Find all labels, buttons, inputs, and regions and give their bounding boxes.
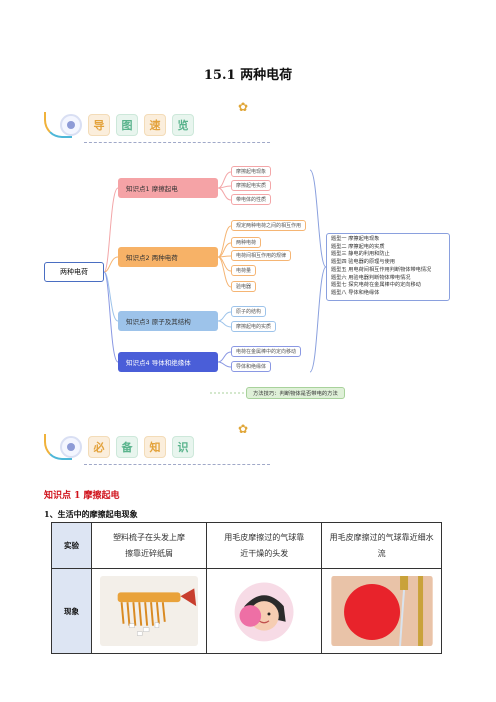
mindmap-topic-4: 知识点4 导体和绝缘体 [118,352,218,372]
section-banner-knowledge: 必 备 知 识 ✿ [44,422,270,465]
table-cell [206,568,323,654]
question-type: 题型七 探究电荷在金属棒中的定向移动 [331,282,421,289]
sprig-icon: ✿ [237,422,248,436]
cell-line: 用毛皮摩擦过的气球靠近细水 [329,532,434,542]
subheading: 1、生活中的摩擦起电现象 [44,509,138,519]
question-type: 题型六 用验电器判断物体带电情况 [331,274,411,281]
mindmap-root: 两种电荷 [44,262,104,282]
mindmap-topic-2: 知识点2 两种电荷 [118,247,218,267]
table-cell: 用毛皮摩擦过的气球靠 近干燥的头发 [206,522,323,569]
swoosh-decoration [44,434,72,460]
mindmap-leaf: 导体和绝缘体 [231,361,272,372]
table-cell: 塑料梳子在头发上摩 擦靠近碎纸屑 [90,522,208,569]
experiment-table: 实验 塑料梳子在头发上摩 擦靠近碎纸屑 用毛皮摩擦过的气球靠 近干燥的头发 用毛… [51,522,442,654]
balloon-water-image [330,576,433,646]
banner-chip: 速 [144,114,166,136]
mindmap-topic-3: 知识点3 原子及其结构 [118,311,218,331]
banner-chip: 导 [88,114,110,136]
page-title: 15.1 两种电荷 [203,68,293,83]
table-row: 实验 塑料梳子在头发上摩 擦靠近碎纸屑 用毛皮摩擦过的气球靠 近干燥的头发 用毛… [51,522,442,569]
row-header-experiment: 实验 [51,522,92,569]
banner-chip: 备 [116,436,138,458]
mindmap-topic-1: 知识点1 摩擦起电 [118,178,218,198]
table-cell [90,568,208,654]
question-type: 题型三 静电的利用和防止 [331,251,390,258]
question-type: 题型二 摩擦起电的实质 [331,243,385,250]
question-types-box: 题型一 摩擦起电现象 题型二 摩擦起电的实质 题型三 静电的利用和防止 题型四 … [326,233,450,301]
question-type: 题型五 用电荷间相互作用判断物体带电情况 [331,266,432,273]
balloon-hair-image [215,576,314,646]
cell-line: 用毛皮摩擦过的气球靠 [224,532,305,542]
cell-line: 流 [377,548,386,558]
sprig-icon: ✿ [237,100,248,114]
bulb-icon [60,436,82,458]
banner-chip: 识 [172,436,194,458]
table-cell: 用毛皮摩擦过的气球靠近细水 流 [321,522,442,569]
banner-chip: 必 [88,436,110,458]
mindmap-leaf: 规定两种电荷之间的相互作用 [231,220,307,231]
table-row: 现象 [51,568,442,654]
cell-line: 塑料梳子在头发上摩 [113,532,186,542]
method-tip: 方法技巧：判断物体是否带电的方法 [246,387,345,399]
mindmap-leaf: 原子的结构 [231,306,267,317]
mindmap-leaf: 电荷量 [231,265,257,276]
bulb-icon [60,114,82,136]
table-cell [321,568,442,654]
question-type: 题型八 导体和绝缘体 [331,289,380,296]
mindmap-leaf: 摩擦起电的实质 [231,321,277,332]
row-header-phenomenon: 现象 [51,568,92,654]
dashed-divider [84,464,270,465]
knowledge-point-heading: 知识点 1 摩擦起电 [44,491,120,501]
banner-chip: 览 [172,114,194,136]
section-banner-overview: 导 图 速 览 ✿ [44,100,270,143]
mindmap-leaf: 电荷间相互作用的规律 [231,250,292,261]
mindmap-leaf: 带电体的性质 [231,194,272,205]
dashed-divider [84,142,270,143]
question-type: 题型四 验电器的原理与使用 [331,259,395,266]
cell-line: 近干燥的头发 [240,548,289,558]
question-type: 题型一 摩擦起电现象 [331,236,380,242]
cell-line: 擦靠近碎纸屑 [125,548,174,558]
mindmap-leaf: 摩擦起电实质 [231,180,272,191]
mindmap-leaf: 两种电荷 [231,237,262,248]
banner-chip: 知 [144,436,166,458]
swoosh-decoration [44,112,72,138]
mindmap-leaf: 摩擦起电现象 [231,166,272,177]
mindmap-leaf: 电荷在金属棒中的定向移动 [231,346,302,357]
banner-chip: 图 [116,114,138,136]
mindmap-leaf: 验电器 [231,281,257,292]
comb-paper-image [99,576,199,646]
